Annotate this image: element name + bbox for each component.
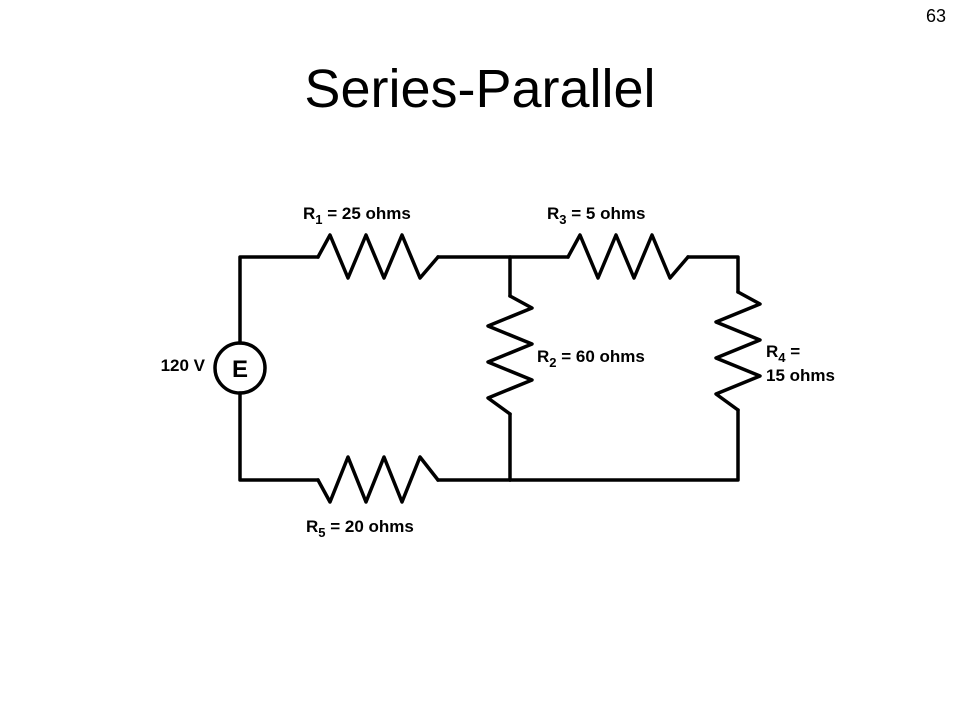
r2-label: R2 = 60 ohms <box>537 347 645 370</box>
slide-title: Series-Parallel <box>304 59 656 119</box>
wire-right-lower <box>508 408 740 482</box>
resistor-r5 <box>316 455 440 504</box>
wire-bottom-left <box>238 391 320 482</box>
resistor-r3 <box>566 233 690 280</box>
r5-label: R5 = 20 ohms <box>306 517 414 540</box>
r4-label-line2: 15 ohms <box>766 366 835 385</box>
wire-top-left <box>238 255 320 345</box>
r4-label: R4 = <box>766 342 800 365</box>
source-symbol: E <box>232 356 248 383</box>
source-voltage-label: 120 V <box>161 356 206 375</box>
voltage-source <box>213 341 267 395</box>
r3-label: R3 = 5 ohms <box>547 204 645 227</box>
resistor-r1 <box>316 233 440 280</box>
page-number: 63 <box>925 6 946 26</box>
wire-top-right <box>686 255 740 294</box>
r1-label: R1 = 25 ohms <box>303 204 411 227</box>
resistor-r4 <box>714 290 762 412</box>
resistor-r2 <box>486 294 534 416</box>
